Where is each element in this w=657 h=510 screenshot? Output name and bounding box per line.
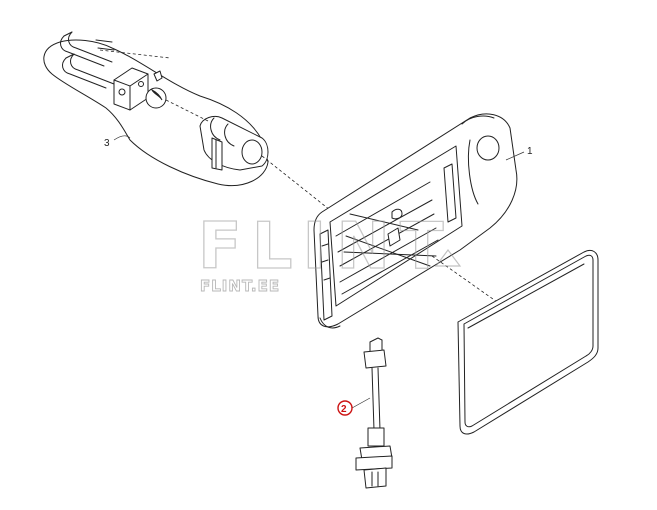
ball-mount-base bbox=[113, 67, 167, 111]
watermark-logo: FLINT bbox=[198, 210, 454, 284]
clamp-arm bbox=[199, 115, 269, 171]
tablet-holder: 1 bbox=[313, 113, 533, 329]
cable-assembly: 2 bbox=[337, 337, 393, 489]
assembly-outline bbox=[43, 39, 269, 186]
tablet bbox=[457, 249, 599, 435]
mount-bracket-assembly: 3 bbox=[43, 31, 331, 211]
watermark-site: FLINT.EE bbox=[200, 277, 280, 295]
callout-2: 2 bbox=[341, 404, 347, 415]
watermark: FLINT FLINT.EE bbox=[197, 209, 462, 295]
callout-1: 1 bbox=[527, 146, 533, 157]
callout-3: 3 bbox=[104, 138, 110, 149]
u-bolt bbox=[60, 31, 115, 89]
